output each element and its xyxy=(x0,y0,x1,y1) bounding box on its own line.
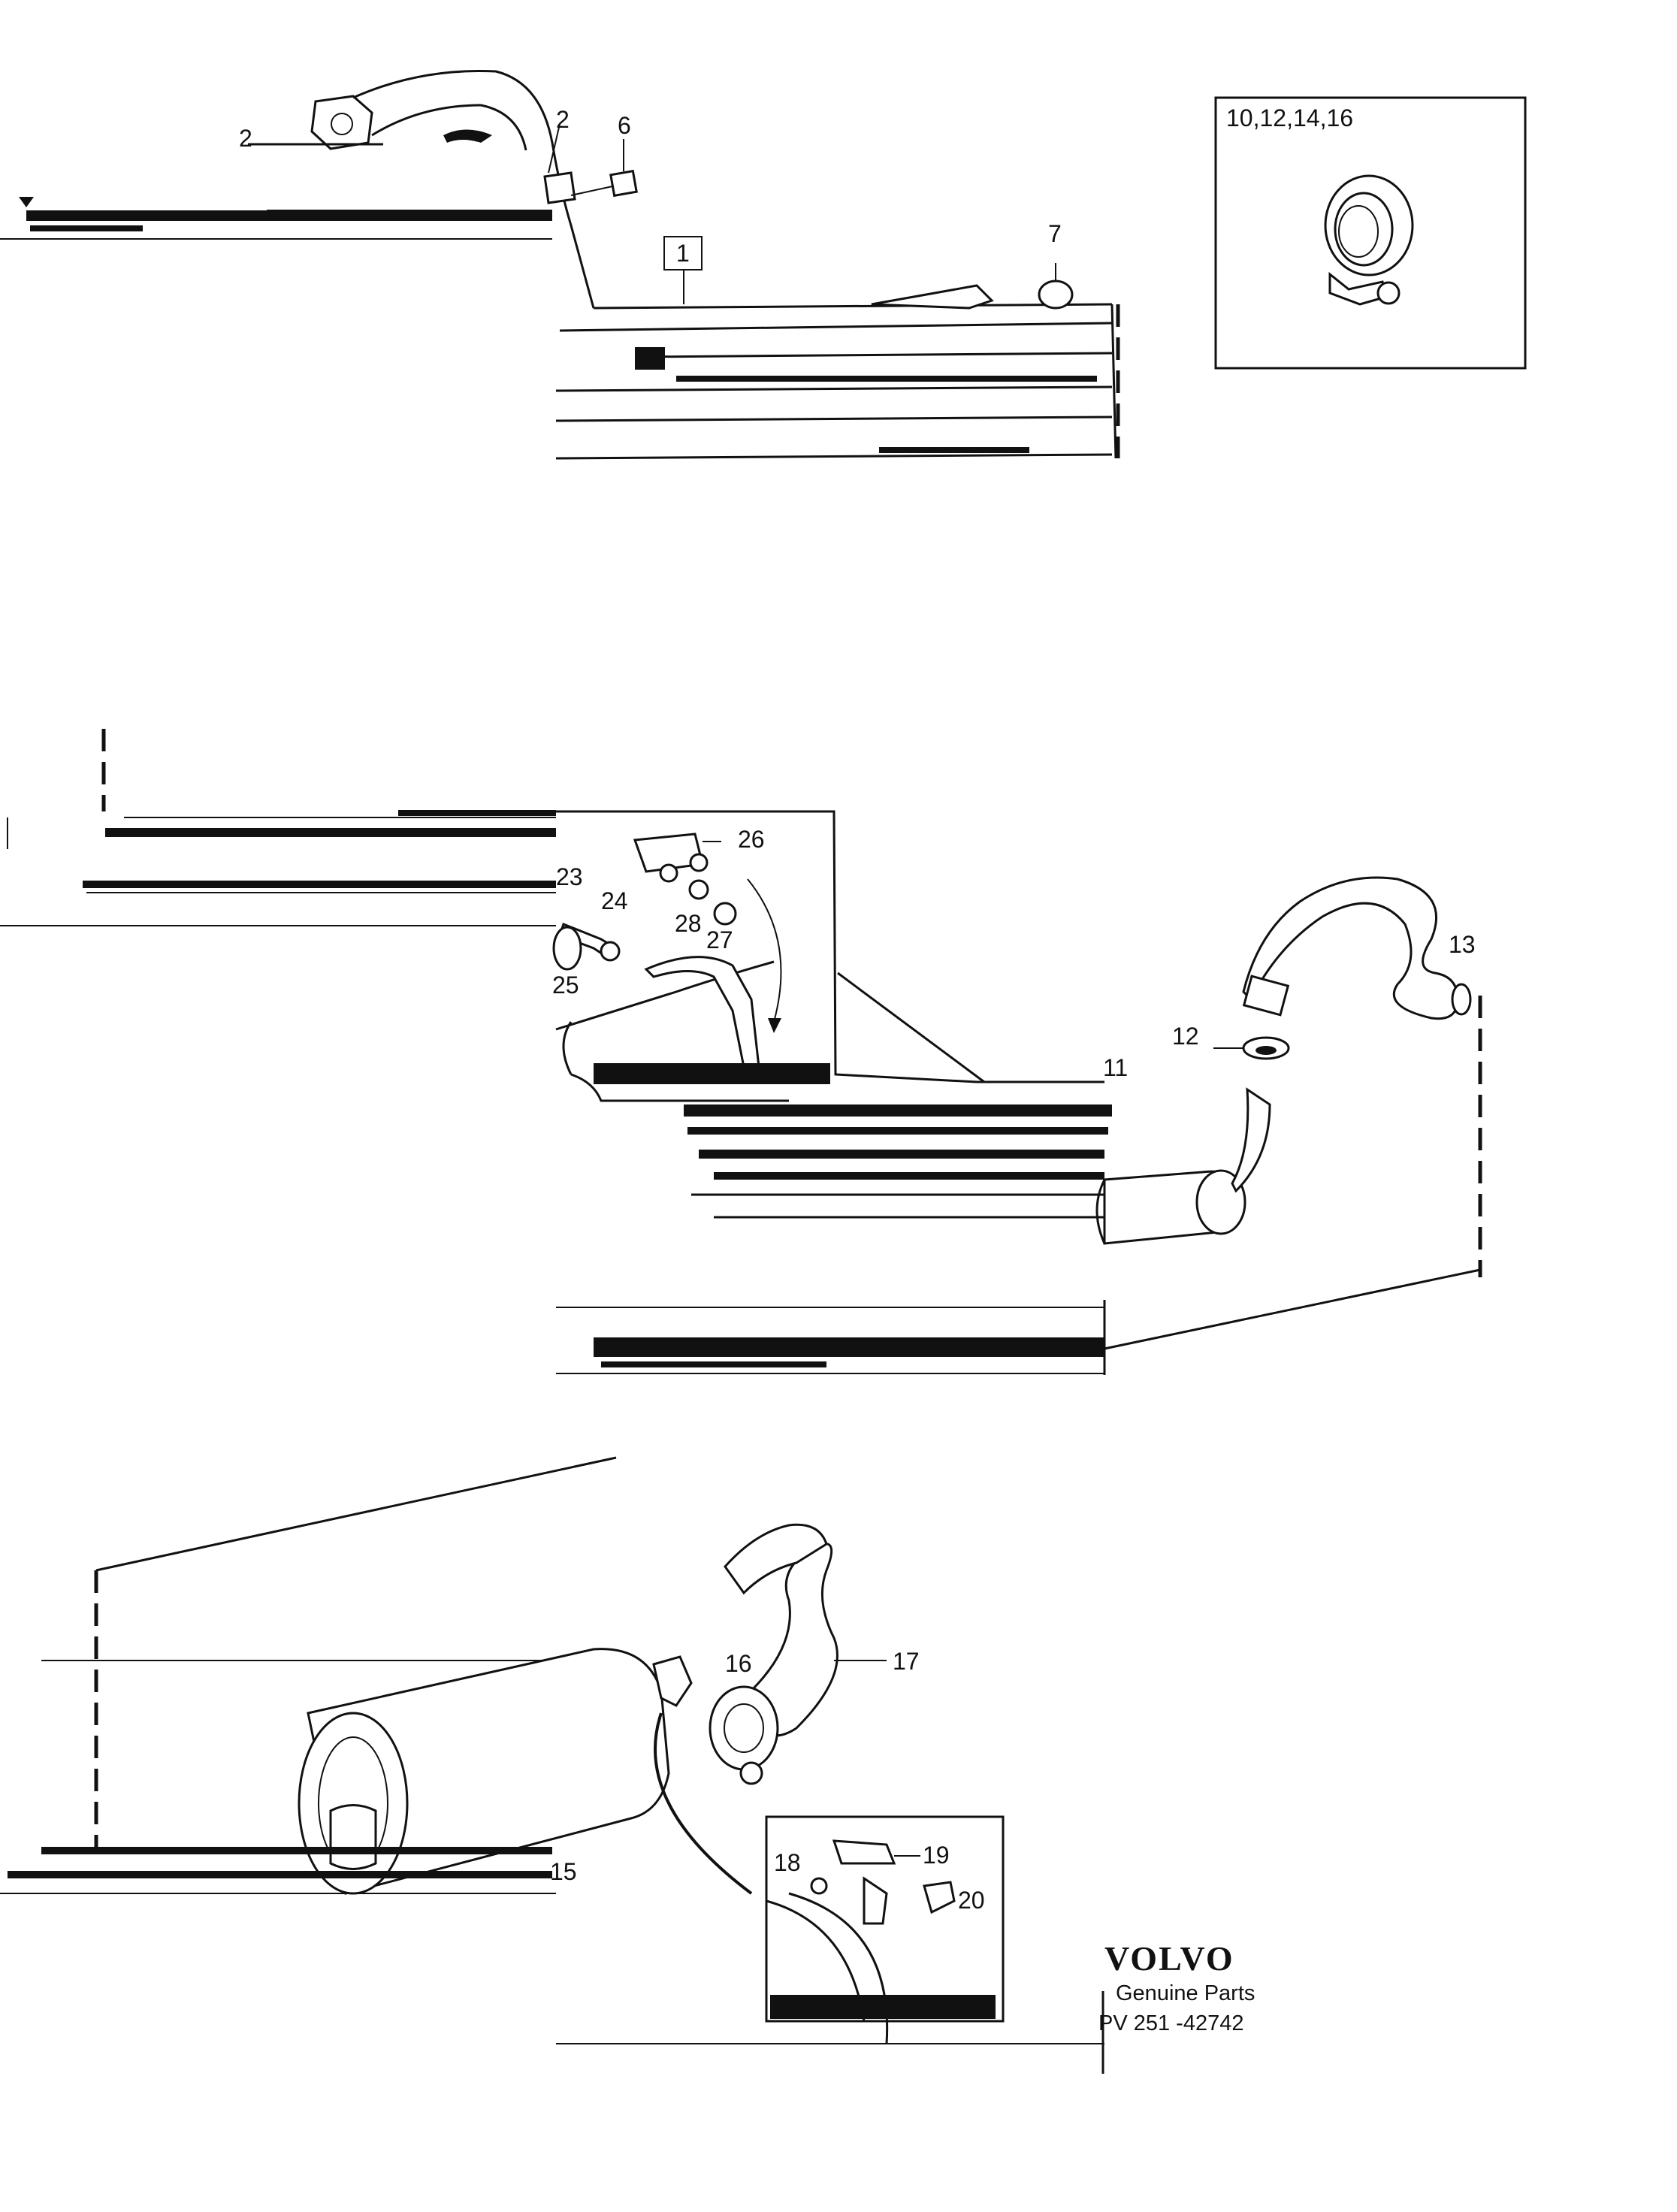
callout-12: 12 xyxy=(1172,1023,1199,1050)
callout-11: 11 xyxy=(1103,1054,1128,1081)
callout-1: 1 xyxy=(676,240,690,267)
callout-6: 6 xyxy=(618,112,631,139)
callout-7: 7 xyxy=(1048,220,1062,247)
callout-13: 13 xyxy=(1449,931,1476,958)
callout-2a: 2 xyxy=(239,125,252,152)
intermediate-pipe-assembly xyxy=(0,729,1482,1375)
callout-28: 28 xyxy=(675,910,702,937)
callout-19: 19 xyxy=(923,1842,950,1869)
callout-15: 15 xyxy=(550,1858,577,1885)
callout-20: 20 xyxy=(958,1887,985,1914)
callout-16: 16 xyxy=(725,1650,752,1677)
callout-27: 27 xyxy=(706,926,733,953)
part-code: PV 251 -42742 xyxy=(1098,2011,1243,2035)
brand-tagline: Genuine Parts xyxy=(1116,1981,1255,2005)
volvo-brand-block: VOLVO Genuine Parts PV 251 -42742 xyxy=(1098,1939,1255,2035)
volvo-logo: VOLVO xyxy=(1104,1939,1234,1978)
callout-18: 18 xyxy=(774,1849,801,1876)
callout-17: 17 xyxy=(893,1648,920,1675)
callout-inset-top: 10,12,14,16 xyxy=(1226,104,1353,131)
clamp-inset xyxy=(1214,96,1527,370)
rear-muffler-assembly xyxy=(0,1456,1104,2074)
callout-23: 23 xyxy=(556,863,583,890)
callout-24: 24 xyxy=(601,887,628,914)
callout-25: 25 xyxy=(552,972,579,999)
clamp-icon xyxy=(1324,174,1414,306)
front-pipe-assembly xyxy=(0,69,1120,460)
callout-2b: 2 xyxy=(556,106,570,133)
callout-26: 26 xyxy=(738,826,765,853)
